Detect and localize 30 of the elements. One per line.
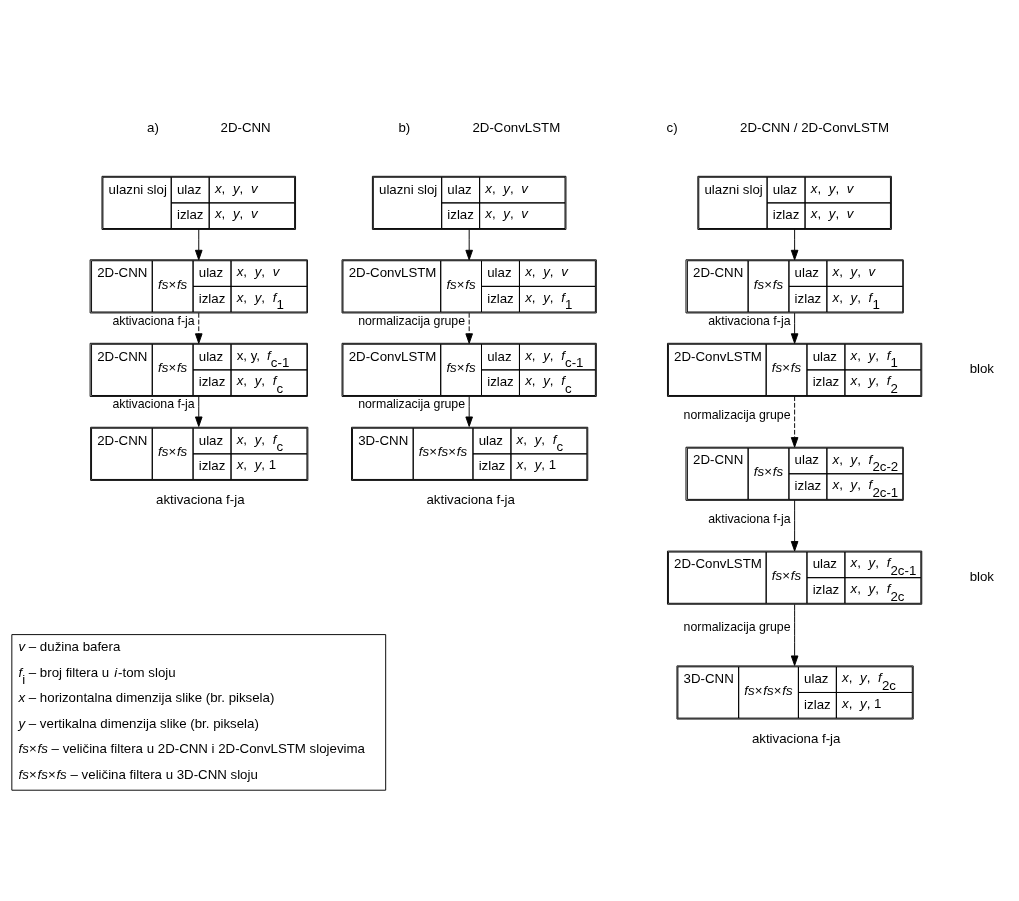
node-label: aktivaciona f-ja — [751, 730, 841, 746]
label: 2D-CNN / 2D-ConvLSTM — [740, 119, 889, 135]
arrow — [790, 395, 799, 448]
edge-label: aktivaciona f-ja — [708, 313, 791, 328]
label: b) — [398, 119, 411, 135]
arrow — [790, 228, 799, 260]
arrow — [194, 228, 203, 260]
node-label: aktivaciona f-ja — [156, 491, 245, 507]
edge-label: normalizacija grupe — [683, 619, 791, 634]
edge-label: aktivaciona f-ja — [112, 396, 195, 411]
edge-label: normalizacija grupe — [358, 313, 466, 328]
arrow — [465, 312, 473, 344]
edge-label: normalizacija grupe — [358, 396, 466, 411]
label: a) — [147, 119, 159, 135]
label: blok — [969, 568, 995, 584]
edge-label: aktivaciona f-ja — [112, 313, 195, 328]
arrow — [465, 395, 473, 427]
arrow — [194, 395, 203, 427]
arrow — [790, 499, 799, 551]
label: 2D-ConvLSTM — [472, 119, 561, 135]
node-label: aktivaciona f-ja — [426, 491, 515, 507]
label: blok — [969, 360, 995, 376]
edge-label: normalizacija grupe — [683, 407, 791, 422]
arrow — [194, 312, 203, 344]
edge-label: aktivaciona f-ja — [708, 511, 791, 526]
label: c) — [666, 119, 678, 135]
arrow — [790, 312, 799, 344]
label: 2D-CNN — [220, 119, 271, 135]
arrow — [790, 603, 799, 666]
arrow — [465, 228, 473, 260]
